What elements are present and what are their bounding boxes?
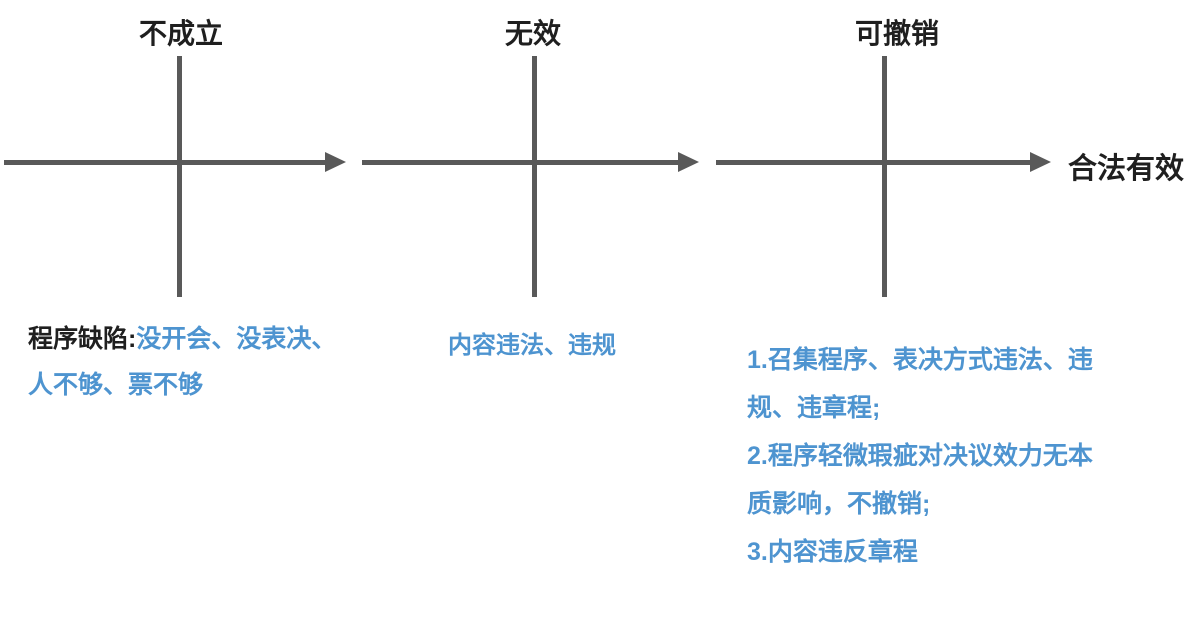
note-prefix-label: 程序缺陷: (28, 325, 137, 353)
note-line: 1.召集程序、表决方式违法、违 (747, 346, 1093, 374)
note-line: 3.内容违反章程 (747, 538, 918, 566)
axis-end-label: 合法有效 (1068, 153, 1185, 185)
axis-arrow-segment-1 (4, 160, 326, 165)
note-line: 质影响，不撤销; (747, 490, 931, 518)
note-line: 规、违章程; (747, 394, 881, 422)
note-line: 程序缺陷:没开会、没表决、 (28, 316, 336, 362)
axis-arrow-segment-3 (716, 160, 1031, 165)
arrowhead-icon-3 (1030, 152, 1051, 172)
vertical-line-not-established (177, 56, 182, 297)
note-not-established: 程序缺陷:没开会、没表决、 人不够、票不够 (28, 316, 336, 408)
section-title-revocable: 可撤销 (854, 18, 940, 49)
arrowhead-icon-1 (325, 152, 346, 172)
note-line: 内容违法、违规 (448, 332, 616, 359)
note-line: 人不够、票不够 (28, 371, 204, 399)
note-revocable: 1.召集程序、表决方式违法、违 规、违章程; 2.程序轻微瑕疵对决议效力无本 质… (747, 336, 1093, 576)
note-line: 2.程序轻微瑕疵对决议效力无本 (747, 442, 1093, 470)
axis-arrow-segment-2 (362, 160, 679, 165)
section-title-not-established: 不成立 (138, 18, 224, 49)
note-text: 没开会、没表决、 (136, 325, 337, 353)
note-invalid: 内容违法、违规 (448, 333, 616, 359)
arrowhead-icon-2 (678, 152, 699, 172)
vertical-line-invalid (532, 56, 537, 297)
section-title-invalid: 无效 (504, 18, 562, 49)
vertical-line-revocable (882, 56, 887, 297)
